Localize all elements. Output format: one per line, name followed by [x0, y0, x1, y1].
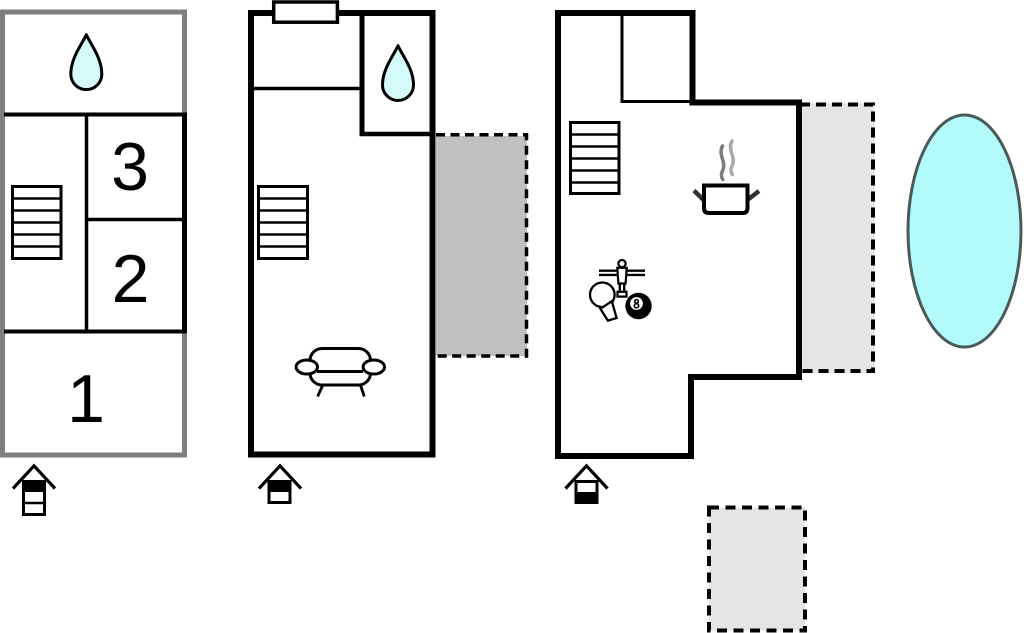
svg-text:1: 1 [67, 361, 105, 437]
svg-text:3: 3 [111, 129, 149, 205]
svg-text:2: 2 [112, 241, 150, 317]
